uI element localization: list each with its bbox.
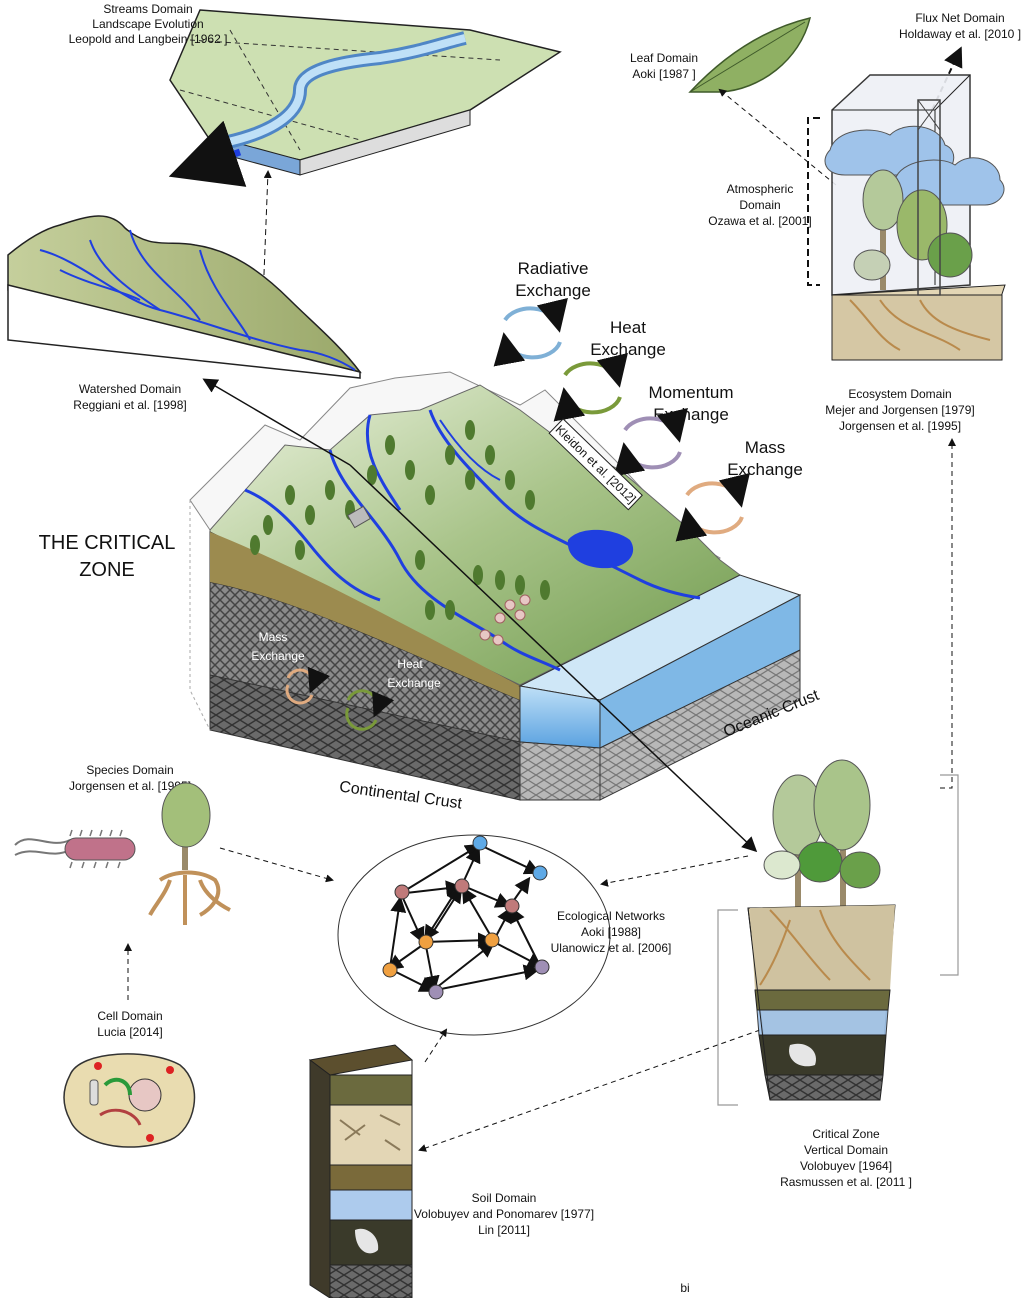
continental-crust-label: Continental Crust	[338, 779, 463, 813]
block-to-watershed-arrow	[202, 378, 351, 466]
svg-text:Volobuyev and Ponomarev [1977: Volobuyev and Ponomarev [1977]	[414, 1207, 594, 1221]
svg-text:Exchange: Exchange	[251, 649, 305, 663]
species-to-network-arrow	[219, 847, 334, 883]
networks-label: Ecological Networks Aoki [1988] Ulanowic…	[551, 909, 672, 955]
heat-exchange: Heat Exchange	[553, 318, 666, 422]
svg-text:Ulanowicz et al. [2006]: Ulanowicz et al. [2006]	[551, 941, 672, 955]
network-icon	[337, 834, 611, 1036]
svg-text:Rasmussen et al. [2011 ]: Rasmussen et al. [2011 ]	[780, 1175, 912, 1189]
cell-domain-label: Cell Domain Lucia [2014]	[97, 1009, 162, 1039]
svg-text:Flux Net Domain: Flux Net Domain	[915, 11, 1004, 25]
atmospheric-domain-label: Atmospheric Domain Ozawa et al. [2001]	[708, 182, 811, 228]
svg-text:Exchange: Exchange	[387, 676, 441, 690]
vertical-column-icon	[717, 759, 959, 1106]
cell-icon	[63, 1053, 196, 1148]
svg-text:Vertical Domain: Vertical Domain	[804, 1143, 888, 1157]
svg-text:Leopold and Langbein [1962 ]: Leopold and Langbein [1962 ]	[69, 32, 228, 46]
streams-block-icon	[168, 9, 562, 187]
bacterium-icon	[14, 829, 136, 869]
page-title: THE CRITICAL ZONE	[39, 532, 176, 581]
svg-text:Lucia [2014]: Lucia [2014]	[97, 1025, 162, 1039]
svg-text:Mejer and Jorgensen [1979]: Mejer and Jorgensen [1979]	[825, 403, 974, 417]
svg-text:Mass: Mass	[745, 438, 786, 457]
leaf-icon	[688, 16, 812, 93]
leaf-domain-label: Leaf Domain Aoki [1987 ]	[630, 51, 698, 81]
streams-domain-label: Streams Domain Landscape Evolution Leopo…	[69, 2, 228, 46]
sample-marker	[347, 505, 371, 529]
block-to-vertical-arrow	[349, 464, 758, 853]
svg-text:Landscape Evolution: Landscape Evolution	[92, 17, 203, 31]
svg-text:Aoki [1987 ]: Aoki [1987 ]	[632, 67, 695, 81]
svg-text:Domain: Domain	[739, 198, 780, 212]
vertical-to-soil-arrow	[418, 1029, 761, 1152]
svg-text:Ozawa et al. [2001]: Ozawa et al. [2001]	[708, 214, 811, 228]
svg-text:Heat: Heat	[610, 318, 646, 337]
ecosystem-block-icon	[807, 74, 1006, 361]
species-domain-label: Species Domain Jorgensen et al. [1995]	[69, 763, 191, 793]
subsurface-heat-exchange: Heat Exchange	[345, 657, 441, 731]
svg-text:Exchange: Exchange	[590, 340, 666, 359]
fluxnet-domain-label: Flux Net Domain Holdaway et al. [2010 ]	[899, 11, 1021, 41]
svg-text:Species Domain: Species Domain	[86, 763, 173, 777]
mass-exchange: Mass Exchange	[675, 438, 803, 542]
svg-text:Holdaway et al. [2010 ]: Holdaway et al. [2010 ]	[899, 27, 1021, 41]
svg-text:Atmospheric: Atmospheric	[727, 182, 794, 196]
svg-text:Jorgensen et al. [1995]: Jorgensen et al. [1995]	[839, 419, 961, 433]
momentum-exchange: Momentum Exchange	[613, 383, 734, 477]
subsurface-mass-exchange: Mass Exchange	[251, 630, 330, 705]
svg-text:Streams Domain: Streams Domain	[103, 2, 192, 16]
critical-zone-block	[189, 371, 802, 801]
vertical-to-network-arrow	[600, 855, 749, 887]
title-line-2: ZONE	[79, 559, 135, 581]
svg-text:Ecological Networks: Ecological Networks	[557, 909, 665, 923]
svg-text:Cell Domain: Cell Domain	[97, 1009, 162, 1023]
soil-domain-label: Soil Domain Volobuyev and Ponomarev [197…	[414, 1191, 594, 1237]
svg-text:Soil Domain: Soil Domain	[472, 1191, 537, 1205]
ecosystem-domain-label: Ecosystem Domain Mejer and Jorgensen [19…	[825, 387, 974, 433]
svg-text:Lin [2011]: Lin [2011]	[478, 1223, 530, 1237]
ecosystem-to-leaf-arrow	[718, 88, 837, 186]
svg-text:Aoki [1988]: Aoki [1988]	[581, 925, 641, 939]
svg-text:Volobuyev [1964]: Volobuyev [1964]	[800, 1159, 892, 1173]
soil-column-icon	[308, 1044, 414, 1298]
watershed-domain-label: Watershed Domain Reggiani et al. [1998]	[73, 382, 186, 412]
footer-text: bi	[680, 1281, 689, 1295]
svg-text:Momentum: Momentum	[648, 383, 733, 402]
svg-text:Watershed Domain: Watershed Domain	[79, 382, 181, 396]
title-line-1: THE CRITICAL	[39, 532, 176, 554]
svg-text:Heat: Heat	[397, 657, 423, 671]
vertical-to-ecosystem-arrow	[940, 438, 956, 789]
svg-text:Mass: Mass	[259, 630, 288, 644]
svg-text:Exchange: Exchange	[727, 460, 803, 479]
svg-text:Ecosystem Domain: Ecosystem Domain	[848, 387, 951, 401]
svg-text:Exchange: Exchange	[515, 281, 591, 300]
soil-to-network-arrow	[424, 1028, 448, 1063]
radiative-exchange: Radiative Exchange	[493, 259, 591, 367]
watershed-icon	[7, 215, 362, 379]
vertical-domain-label: Critical Zone Vertical Domain Volobuyev …	[780, 1127, 912, 1189]
svg-text:Leaf Domain: Leaf Domain	[630, 51, 698, 65]
svg-text:Radiative: Radiative	[518, 259, 589, 278]
tree-icon	[148, 782, 231, 925]
svg-text:Reggiani et al. [1998]: Reggiani et al. [1998]	[73, 398, 186, 412]
svg-text:Jorgensen et al. [1995]: Jorgensen et al. [1995]	[69, 779, 191, 793]
svg-text:Critical Zone: Critical Zone	[812, 1127, 880, 1141]
